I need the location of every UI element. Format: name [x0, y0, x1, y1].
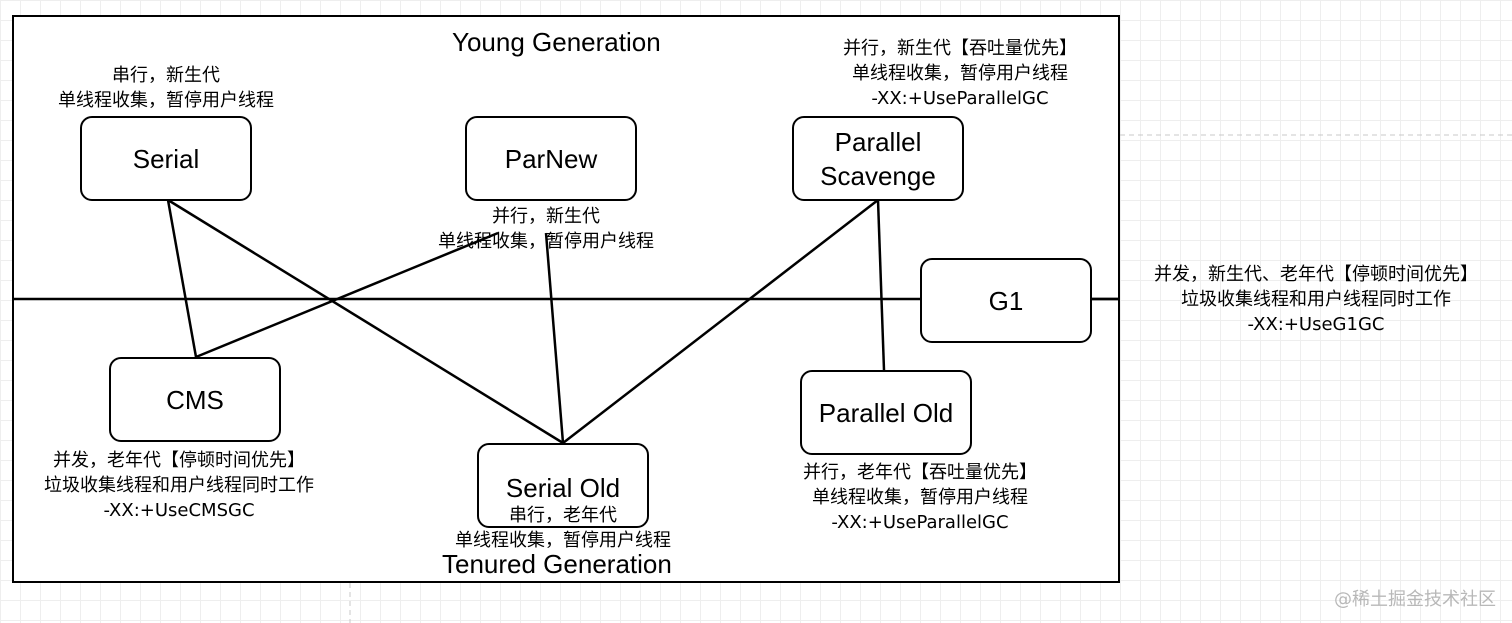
- parallel-old-note: 并行，老年代【吞吐量优先】 单线程收集，暂停用户线程 -XX:+UseParal…: [770, 460, 1070, 535]
- note-line: 并行，新生代【吞吐量优先】: [843, 38, 1077, 59]
- link-scavenge-serialold: [562, 199, 879, 444]
- note-line: 垃圾收集线程和用户线程同时工作: [44, 475, 314, 496]
- note-line: 单线程收集，暂停用户线程: [58, 90, 274, 111]
- node-label-line: Scavenge: [820, 160, 936, 191]
- note-line: 单线程收集，暂停用户线程: [438, 231, 654, 252]
- serial-node: Serial: [80, 116, 252, 201]
- young-generation-label: Young Generation: [452, 27, 661, 57]
- link-parnew-serialold: [544, 232, 565, 444]
- note-line: -XX:+UseG1GC: [1247, 314, 1385, 335]
- note-line: 串行，新生代: [112, 65, 220, 86]
- cms-note: 并发，老年代【停顿时间优先】 垃圾收集线程和用户线程同时工作 -XX:+UseC…: [14, 448, 344, 523]
- g1-note: 并发，新生代、老年代【停顿时间优先】 垃圾收集线程和用户线程同时工作 -XX:+…: [1124, 262, 1508, 337]
- serial-note: 串行，新生代 单线程收集，暂停用户线程: [30, 63, 302, 113]
- serial-old-node: Serial Old: [477, 443, 649, 528]
- note-line: -XX:+UseParallelGC: [871, 88, 1049, 109]
- parnew-node: ParNew: [465, 116, 637, 201]
- note-line: 垃圾收集线程和用户线程同时工作: [1181, 289, 1451, 310]
- note-line: 单线程收集，暂停用户线程: [455, 530, 671, 551]
- link-parnew-cms: [195, 231, 499, 359]
- note-line: 单线程收集，暂停用户线程: [812, 487, 1028, 508]
- parallel-scavenge-node: Parallel Scavenge: [792, 116, 964, 201]
- link-serial-serialold: [167, 198, 564, 445]
- note-line: 并发，新生代、老年代【停顿时间优先】: [1154, 264, 1478, 285]
- cms-node: CMS: [109, 357, 281, 442]
- link-serial-cms: [166, 199, 198, 358]
- note-line: 并行，新生代: [492, 206, 600, 227]
- parallel-scavenge-note: 并行，新生代【吞吐量优先】 单线程收集，暂停用户线程 -XX:+UseParal…: [810, 36, 1110, 111]
- note-line: 串行，老年代: [509, 505, 617, 526]
- g1-node: G1: [920, 258, 1092, 343]
- note-line: 并发，老年代【停顿时间优先】: [53, 450, 305, 471]
- note-line: -XX:+UseParallelGC: [831, 512, 1009, 533]
- tenured-generation-label: Tenured Generation: [442, 549, 672, 579]
- note-line: 单线程收集，暂停用户线程: [852, 63, 1068, 84]
- parnew-note: 并行，新生代 单线程收集，暂停用户线程: [410, 204, 682, 254]
- serial-old-note: 串行，老年代 单线程收集，暂停用户线程: [427, 503, 699, 553]
- link-scavenge-parallelold: [876, 199, 886, 371]
- parallel-old-node: Parallel Old: [800, 370, 972, 455]
- note-line: -XX:+UseCMSGC: [103, 500, 255, 521]
- node-label-line: Parallel: [834, 126, 922, 157]
- watermark-text: @稀土掘金技术社区: [1334, 589, 1496, 610]
- note-line: 并行，老年代【吞吐量优先】: [803, 462, 1037, 483]
